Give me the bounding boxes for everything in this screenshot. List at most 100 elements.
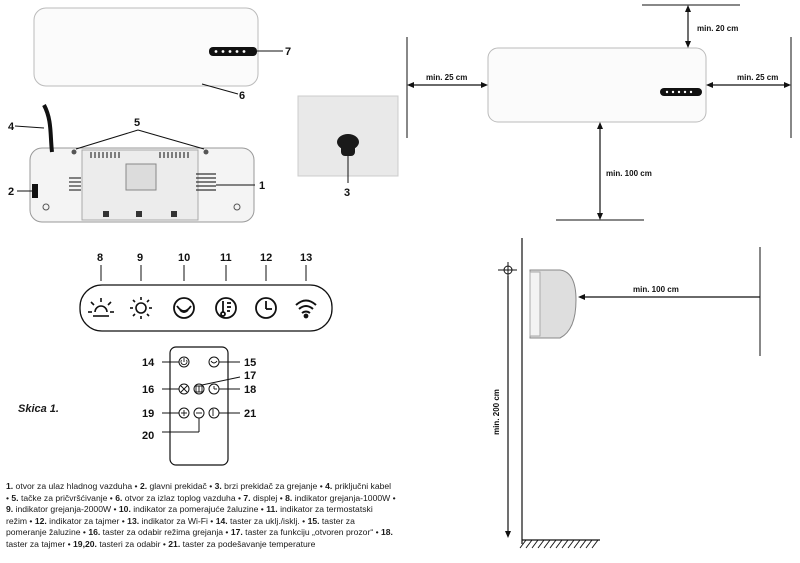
legend-item-number: 7.: [243, 492, 251, 503]
legend-item: 5. tačke za pričvršćivanje: [11, 493, 107, 503]
sun-1000w-icon: [88, 298, 114, 317]
legend-item-number: 5.: [11, 492, 19, 503]
legend-item: 8. indikator grejanja-1000W: [285, 493, 390, 503]
legend-item-text: otvor za ulaz hladnog vazduha: [13, 481, 133, 491]
legend-item: 16. taster za odabir režima grejanja: [88, 527, 223, 537]
label-minus-button: 20: [142, 430, 154, 442]
sun-2000w-icon: [130, 297, 152, 319]
legend-item-text: tačke za pričvršćivanje: [18, 492, 108, 503]
legend-item: 12. indikator za tajmer: [35, 516, 120, 526]
legend-item-number: 4.: [325, 481, 333, 491]
legend-item: 6. otvor za izlaz toplog vazduha: [115, 493, 235, 503]
remote-control: 14 15 16 17 18 19 20 21: [142, 346, 256, 466]
clearance-side-diagram: min. 100 cm min. 200 cm: [492, 238, 761, 549]
display-strip: [209, 47, 257, 56]
legend-item-number: 12.: [34, 515, 47, 526]
legend-item-number: 3.: [214, 481, 222, 491]
quick-switch-detail: 3: [297, 95, 399, 199]
legend-item: 13. indikator za Wi-Fi: [127, 516, 208, 526]
legend-item-text: indikator za termostatski režim: [6, 504, 373, 526]
legend-item-text: taster za odabir režima grejanja: [100, 527, 224, 538]
legend-item-text: tasteri za odabir: [96, 538, 161, 549]
legend-item-text: indikator grejanja-2000W: [13, 504, 112, 515]
label-window-button: 17: [244, 370, 256, 382]
legend-item: 15. taster za pomeranje žaluzine: [6, 516, 355, 538]
heater-front: 7 6: [33, 7, 291, 102]
legend-item-number: 8.: [285, 492, 293, 503]
label-outlet: 6: [239, 90, 245, 102]
legend-item-number: 2.: [139, 481, 148, 491]
legend-item-number: 18.: [381, 527, 393, 538]
heater-back: 4 2 5 1: [8, 104, 265, 223]
clearance-front-diagram: min. 20 cm min. 25 cm min. 25 cm min. 10…: [406, 4, 792, 221]
indicator-num-13: 13: [300, 252, 312, 264]
legend-item-text: glavni prekidač: [147, 481, 207, 491]
indicator-num-10: 10: [178, 252, 190, 264]
indicator-num-11: 11: [220, 252, 232, 264]
label-plus-button: 19: [142, 408, 154, 420]
legend-item: 14. taster za uklj./isklj.: [216, 516, 300, 526]
main-switch: [32, 184, 38, 198]
legend-item-number: 10.: [118, 504, 131, 515]
label-display: 7: [285, 46, 291, 58]
label-temperature-button: 21: [244, 408, 256, 420]
legend-item-number: 16.: [88, 527, 101, 538]
indicator-num-12: 12: [260, 252, 272, 264]
legend-item: 19,20. tasteri za odabir: [73, 539, 160, 549]
legend-item-text: indikator za Wi-Fi: [139, 515, 208, 526]
legend-item-number: 19,20.: [73, 538, 97, 549]
legend-item: 18. taster za tajmer: [6, 527, 393, 549]
legend-item-number: 14.: [215, 515, 228, 526]
legend: 1. otvor za ulaz hladnog vazduha • 2. gl…: [6, 481, 396, 549]
clearance-front: min. 100 cm: [633, 285, 679, 294]
legend-item: 11. indikator za termostatski režim: [6, 504, 373, 526]
legend-item-text: indikator grejanja-1000W: [292, 492, 391, 503]
legend-item: 17. taster za funkciju „otvoren prozor“: [231, 527, 373, 537]
display-panel: 8 9 10 11 12 13: [79, 252, 333, 332]
legend-item-text: indikator za tajmer: [46, 515, 120, 526]
label-mode-button: 16: [142, 384, 154, 396]
legend-item: 9. indikator grejanja-2000W: [6, 504, 111, 514]
sketch-caption: Skica 1.: [18, 403, 59, 415]
wifi-icon: [295, 299, 317, 319]
indicator-num-9: 9: [137, 252, 143, 264]
legend-item-number: 11.: [266, 504, 278, 515]
indicator-numbers: 8 9 10 11 12 13: [97, 252, 312, 281]
legend-item: 3. brzi prekidač za grejanje: [215, 481, 318, 491]
clearance-left: min. 25 cm: [426, 73, 467, 82]
label-main-switch: 2: [8, 186, 14, 198]
legend-item-text: taster za podešavanje temperature: [180, 538, 316, 549]
clearance-right: min. 25 cm: [737, 73, 778, 82]
legend-item-text: brzi prekidač za grejanje: [221, 481, 318, 491]
legend-item-text: taster za uklj./isklj.: [227, 515, 300, 526]
legend-item-number: 13.: [127, 515, 140, 526]
legend-item: 10. indikator za pomerajuće žaluzine: [119, 504, 259, 514]
legend-item-text: priključni kabel: [332, 481, 392, 491]
label-intake: 1: [259, 180, 265, 192]
legend-item-text: taster za tajmer: [6, 538, 66, 549]
clearance-top: min. 20 cm: [697, 24, 738, 33]
legend-item-text: otvor za izlaz toplog vazduha: [122, 492, 236, 503]
label-cable: 4: [8, 121, 15, 133]
legend-item-text: taster za funkciju „otvoren prozor“: [242, 527, 374, 538]
legend-item: 21. taster za podešavanje temperature: [168, 539, 315, 549]
legend-item-number: 9.: [6, 504, 14, 515]
label-mount-points: 5: [134, 117, 140, 129]
legend-item-text: indikator za pomerajuće žaluzine: [130, 504, 259, 515]
label-power-button: 14: [142, 357, 155, 369]
legend-item-number: 6.: [115, 492, 123, 503]
legend-item: 2. glavni prekidač: [140, 481, 207, 491]
legend-item: 7. displej: [243, 493, 277, 503]
label-quick-switch: 3: [344, 187, 350, 199]
louver-icon: [173, 297, 195, 319]
legend-item: 4. priključni kabel: [325, 481, 391, 491]
thermostat-icon: [215, 297, 237, 319]
clock-icon: [255, 297, 277, 319]
clearance-floor: min. 200 cm: [492, 389, 501, 435]
legend-item-text: displej: [250, 492, 278, 503]
legend-item-number: 17.: [230, 527, 243, 538]
indicator-num-8: 8: [97, 252, 103, 264]
remote-window-button: [193, 383, 205, 395]
legend-item-number: 1.: [6, 481, 14, 491]
